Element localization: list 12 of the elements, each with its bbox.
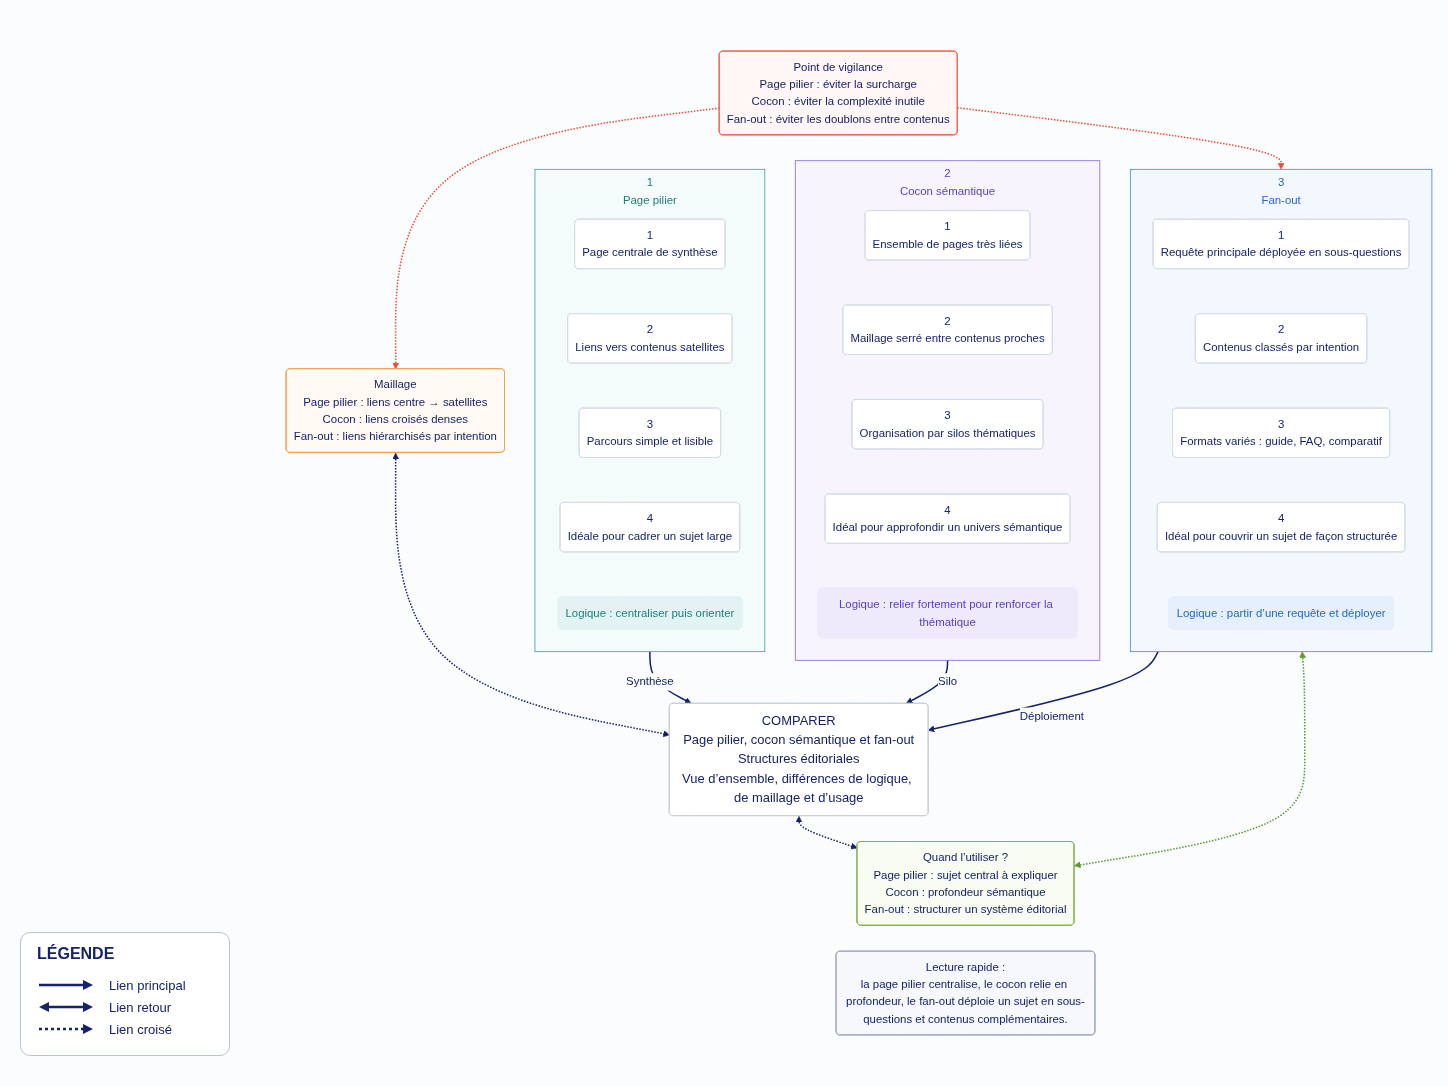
legend-label: Lien retour bbox=[109, 999, 172, 1015]
legend-title: LÉGENDE bbox=[37, 945, 115, 963]
legend-label: Lien croisé bbox=[109, 1021, 172, 1037]
arrow bbox=[795, 816, 858, 850]
arrow bbox=[906, 659, 949, 704]
arrow bbox=[392, 452, 670, 738]
edge-label: Déploiement bbox=[1019, 708, 1084, 722]
edge-label: Silo bbox=[938, 674, 958, 688]
legend-label: Lien principal bbox=[109, 977, 186, 993]
arrow bbox=[927, 650, 1159, 733]
edge-label: Synthèse bbox=[626, 674, 674, 688]
arrow bbox=[1074, 651, 1306, 869]
